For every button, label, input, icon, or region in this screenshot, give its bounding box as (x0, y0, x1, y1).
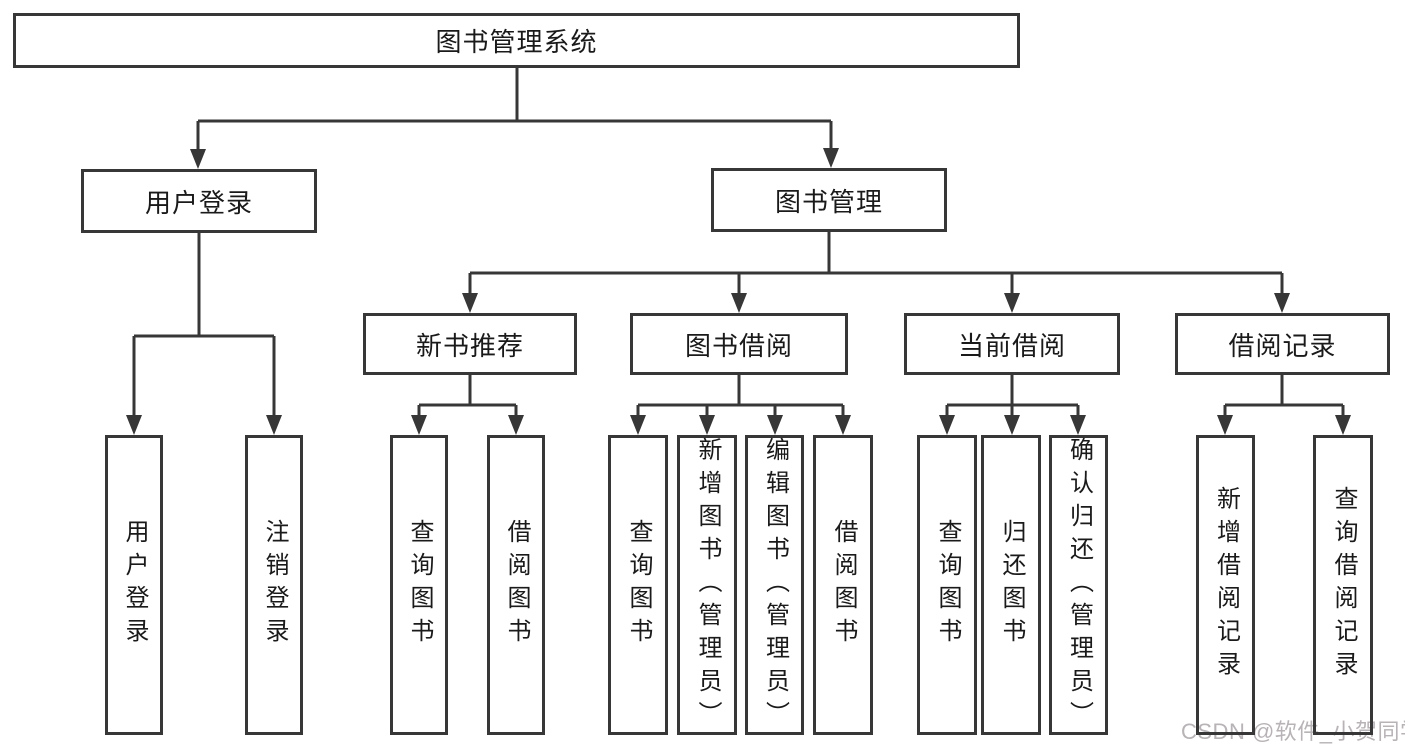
arrowhead-icon (835, 415, 851, 435)
node-library-system-label: 图书管理系统 (435, 27, 598, 57)
leaf-cb-confirm-return: 确认归还（管理员） (1049, 435, 1108, 735)
leaf-bb-edit-books-label: 编辑图书（管理员） (761, 436, 789, 734)
node-book-management: 图书管理 (711, 168, 947, 232)
arrowhead-icon (1217, 415, 1233, 435)
node-current-borrow: 当前借阅 (904, 313, 1120, 375)
arrowhead-icon (1335, 415, 1351, 435)
node-library-system: 图书管理系统 (13, 13, 1020, 68)
arrowhead-icon (411, 415, 427, 435)
arrowhead-icon (823, 148, 839, 168)
leaf-logout-label: 注销登录 (261, 519, 288, 651)
leaf-bb-borrow-books: 借阅图书 (813, 435, 873, 735)
node-book-borrow: 图书借阅 (630, 313, 848, 375)
leaf-nb-query-books: 查询图书 (390, 435, 448, 735)
leaf-nb-query-books-label: 查询图书 (406, 519, 433, 651)
node-user-login: 用户登录 (81, 169, 317, 233)
leaf-br-query-record-label: 查询借阅记录 (1330, 486, 1357, 684)
leaf-cb-query-books: 查询图书 (917, 435, 977, 735)
leaf-logout: 注销登录 (245, 435, 303, 735)
arrowhead-icon (462, 293, 478, 313)
node-current-borrow-label: 当前借阅 (957, 330, 1066, 361)
node-borrow-records-label: 借阅记录 (1228, 330, 1337, 361)
csdn-watermark: CSDN @软件_小贺同学 (1181, 719, 1405, 744)
arrowhead-icon (508, 415, 524, 435)
arrowhead-icon (190, 149, 206, 169)
leaf-br-query-record: 查询借阅记录 (1313, 435, 1373, 735)
leaf-user-login-label: 用户登录 (121, 519, 148, 651)
leaf-cb-return-books-label: 归还图书 (998, 519, 1025, 651)
leaf-cb-return-books: 归还图书 (981, 435, 1041, 735)
node-borrow-records: 借阅记录 (1175, 313, 1390, 375)
leaf-bb-query-books-label: 查询图书 (625, 519, 652, 651)
leaf-cb-query-books-label: 查询图书 (934, 519, 961, 651)
arrowhead-icon (1070, 415, 1086, 435)
leaf-bb-borrow-books-label: 借阅图书 (830, 519, 857, 651)
leaf-br-add-record-label: 新增借阅记录 (1212, 486, 1240, 684)
node-book-borrow-label: 图书借阅 (684, 330, 793, 361)
arrowhead-icon (1004, 293, 1020, 313)
leaf-bb-query-books: 查询图书 (608, 435, 668, 735)
leaf-user-login: 用户登录 (105, 435, 163, 735)
leaf-cb-confirm-return-label: 确认归还（管理员） (1065, 436, 1093, 734)
arrowhead-icon (731, 293, 747, 313)
arrowhead-icon (266, 415, 282, 435)
leaf-bb-add-books-label: 新增图书（管理员） (694, 436, 721, 734)
arrowhead-icon (767, 415, 783, 435)
node-new-book-recommend: 新书推荐 (363, 313, 577, 375)
arrowhead-icon (630, 415, 646, 435)
arrowhead-icon (126, 415, 142, 435)
arrowhead-icon (1274, 293, 1290, 313)
arrowhead-icon (1004, 415, 1020, 435)
leaf-bb-edit-books: 编辑图书（管理员） (745, 435, 804, 735)
node-new-book-recommend-label: 新书推荐 (415, 330, 524, 361)
arrowhead-icon (699, 415, 715, 435)
leaf-br-add-record: 新增借阅记录 (1196, 435, 1255, 735)
node-user-login-label: 用户登录 (144, 187, 253, 218)
leaf-bb-add-books: 新增图书（管理员） (677, 435, 737, 735)
leaf-nb-borrow-books: 借阅图书 (487, 435, 545, 735)
arrowhead-icon (939, 415, 955, 435)
leaf-nb-borrow-books-label: 借阅图书 (503, 519, 530, 651)
node-book-management-label: 图书管理 (774, 186, 883, 217)
